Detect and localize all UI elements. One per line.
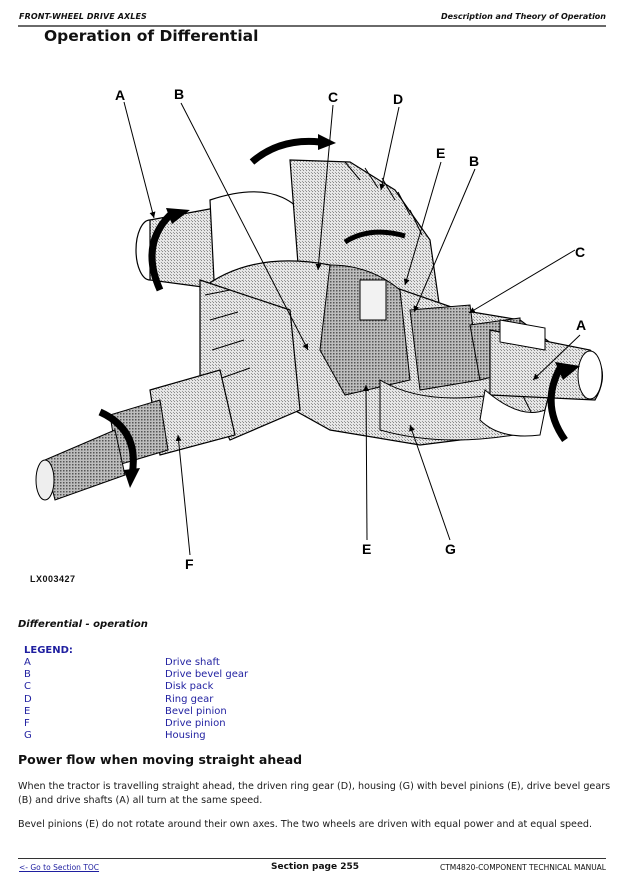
manual-title: CTM4820-COMPONENT TECHNICAL MANUAL <box>439 863 606 872</box>
section-heading: Power flow when moving straight ahead <box>18 752 303 767</box>
legend-item: E Bevel pinion <box>24 706 248 718</box>
header-category: Description and Theory of Operation <box>441 12 606 21</box>
section-page-number: Section page 255 <box>270 862 359 872</box>
callout-g: G <box>445 541 456 557</box>
legend-item: G Housing <box>24 730 248 742</box>
header-section-title: FRONT-WHEEL DRIVE AXLES <box>19 12 147 21</box>
legend-label: Ring gear <box>165 693 214 705</box>
rotation-arrow-left <box>148 212 173 292</box>
legend-label: Drive shaft <box>165 657 220 668</box>
legend-label: Drive pinion <box>165 718 226 730</box>
callout-f: F <box>185 556 194 572</box>
go-to-section-toc-link[interactable]: <- Go to Section TOC <box>19 863 100 872</box>
legend: LEGEND: A Drive shaft B Drive bevel gear… <box>24 645 248 742</box>
legend-item: D Ring gear <box>24 694 248 706</box>
legend-item: B Drive bevel gear <box>24 669 248 681</box>
legend-key: E <box>24 705 31 717</box>
rotation-arrow-top <box>249 137 321 165</box>
callout-d: D <box>393 91 403 107</box>
legend-label: Drive bevel gear <box>165 669 249 681</box>
callout-b-left: B <box>174 86 184 102</box>
legend-label: Disk pack <box>165 681 214 693</box>
paragraph: When the tractor is travelling straight … <box>18 781 611 806</box>
paragraph: Bevel pinions (E) do not rotate around t… <box>18 819 592 830</box>
callout-a-right: A <box>576 317 586 333</box>
drive-pinion <box>35 279 301 501</box>
callout-c-top: C <box>328 89 338 105</box>
callout-a-left: A <box>115 87 125 103</box>
callout-e-top: E <box>436 145 445 161</box>
callout-c-right: C <box>575 244 585 260</box>
legend-key: A <box>24 657 31 668</box>
legend-key: F <box>24 718 30 730</box>
legend-label: Bevel pinion <box>165 705 227 717</box>
differential-diagram: A B C D E B C A F E G <box>0 50 630 580</box>
header-divider <box>18 25 606 27</box>
legend-item: F Drive pinion <box>24 718 248 730</box>
figure-caption: Differential - operation <box>18 619 148 630</box>
legend-key: D <box>24 693 32 705</box>
page-title: Operation of Differential <box>44 27 259 45</box>
figure-id: LX003427 <box>30 574 76 584</box>
footer-divider <box>18 858 606 859</box>
legend-item: A Drive shaft <box>24 657 248 669</box>
legend-key: B <box>24 669 31 681</box>
legend-key: C <box>24 681 31 693</box>
legend-item: C Disk pack <box>24 681 248 693</box>
callout-e-bottom: E <box>362 541 371 557</box>
legend-title: LEGEND: <box>24 645 73 656</box>
rotation-arrow-bottom <box>98 408 137 476</box>
rotation-arrow-right <box>547 366 568 443</box>
right-drive-shaft <box>479 319 603 437</box>
legend-label: Housing <box>165 730 206 742</box>
legend-key: G <box>24 730 32 742</box>
callout-b-right: B <box>469 153 479 169</box>
